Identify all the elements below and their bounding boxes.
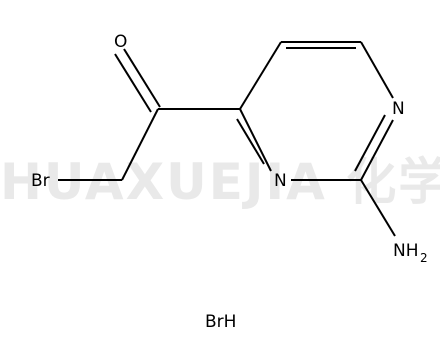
ring-bond-c6-n1 (360, 41, 394, 99)
carbonyl-bond-1 (123, 48, 161, 108)
amino-subscript: 2 (420, 251, 428, 265)
ring-bond-n3-c4-inner (236, 118, 265, 165)
salt-label: BrH (205, 312, 236, 332)
ring-bond-c4-c5 (239, 41, 282, 110)
amino-label: NH (393, 241, 419, 261)
oxygen-label: O (114, 32, 127, 52)
amino-bond (360, 179, 396, 237)
ring-bond-n1-c2-inner (354, 114, 386, 172)
bonds (58, 41, 396, 237)
atom-labels: O Br N N NH 2 BrH (31, 32, 428, 332)
bromine-label: Br (31, 171, 50, 191)
ring-bond-n1-c2 (360, 119, 394, 181)
carbonyl-bond-2 (114, 53, 152, 113)
watermark-text: HUAXUEJIA 化学加 (0, 153, 440, 211)
ketone-ch2-bond (121, 108, 159, 181)
ring-bond-n3-c4 (239, 108, 272, 172)
ring-nitrogen-top-label: N (392, 99, 405, 119)
ring-nitrogen-bottom-label: N (274, 171, 287, 191)
